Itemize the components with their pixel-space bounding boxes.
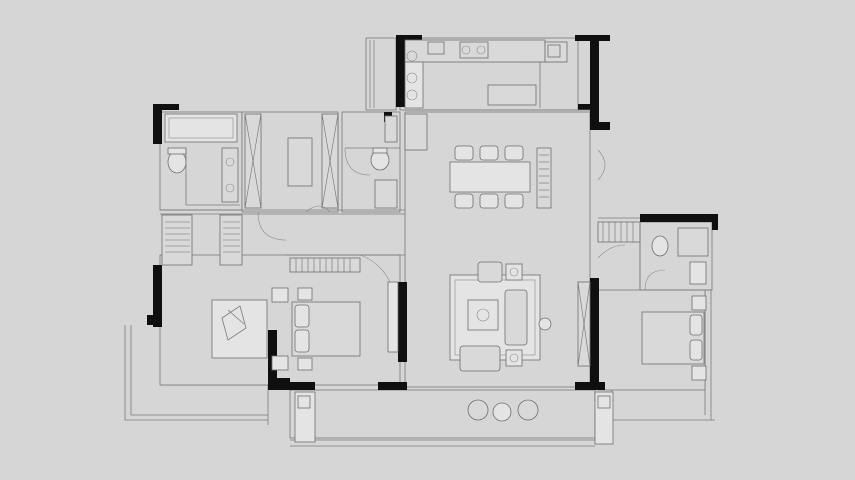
kitchen-fixtures [369, 39, 568, 109]
side-table [505, 263, 523, 281]
bathtub [164, 113, 238, 143]
stove [427, 41, 445, 55]
lounge-chair [517, 399, 539, 421]
right-rooms-fixtures [597, 149, 709, 381]
wardrobe [289, 257, 361, 273]
nightstand [271, 355, 289, 371]
nightstand [691, 295, 707, 311]
dining-area [449, 145, 552, 209]
sofa [504, 289, 528, 346]
study-fixtures [244, 113, 339, 241]
nightstand [271, 287, 289, 303]
round-table [492, 402, 512, 422]
vanity [221, 147, 239, 203]
coffee-table [467, 299, 499, 331]
balcony-fixtures [294, 391, 614, 445]
kitchen-balcony [365, 37, 397, 111]
master-bath-fixtures [161, 113, 243, 266]
sideboard [536, 147, 552, 209]
toilet [651, 235, 669, 257]
shower [374, 179, 398, 209]
walls [147, 35, 718, 390]
shower [677, 227, 709, 257]
living-area [387, 261, 591, 372]
nightstand [691, 365, 707, 381]
armchair [477, 261, 503, 283]
guest-bath-fixtures [344, 113, 428, 209]
dining-table [449, 161, 531, 193]
dining-chair [454, 145, 524, 209]
wardrobe [597, 221, 641, 243]
balcony [289, 389, 596, 439]
side-table [505, 349, 523, 367]
bed-decor [211, 299, 268, 359]
sink [689, 261, 707, 285]
kitchen-sink [459, 41, 489, 59]
desk [287, 137, 313, 187]
lounge-chair [467, 399, 489, 421]
armchair [459, 345, 501, 372]
partitions [160, 109, 712, 291]
master-bedroom-fixtures [211, 254, 391, 371]
